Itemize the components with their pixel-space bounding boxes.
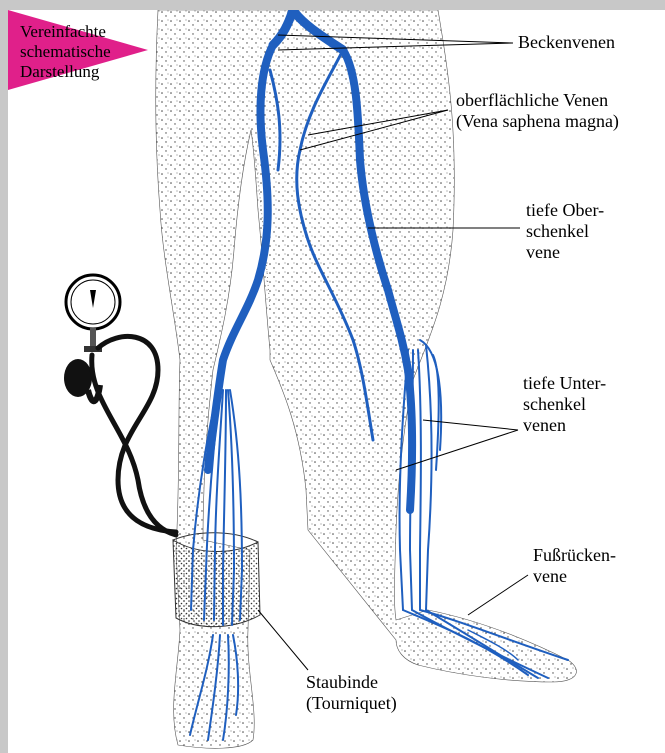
label-vena-saphena-magna: (Vena saphena magna) — [456, 111, 619, 132]
corner-note-line1: Vereinfachte — [20, 22, 106, 42]
label-staubinde: Staubinde — [306, 672, 378, 693]
label-tiefe-unter-1: tiefe Unter- — [523, 373, 606, 394]
corner-note-line3: Darstellung — [20, 62, 99, 82]
label-oberflaechliche-venen: oberflächliche Venen — [456, 90, 608, 111]
label-tiefe-ober-2: schenkel — [526, 221, 589, 242]
label-tiefe-unter-3: venen — [523, 415, 566, 436]
corner-note-line2: schematische — [20, 42, 111, 62]
label-fussruecken-2: vene — [533, 566, 567, 587]
label-tiefe-unter-2: schenkel — [523, 394, 586, 415]
tourniquet-hoses — [92, 336, 176, 535]
label-beckenvenen: Beckenvenen — [518, 32, 615, 53]
label-tiefe-ober-3: vene — [526, 242, 560, 263]
illustration-frame: Vereinfachte schematische Darstellung Be… — [8, 10, 665, 753]
label-tourniquet: (Tourniquet) — [306, 693, 397, 714]
label-fussruecken-1: Fußrücken- — [533, 545, 616, 566]
label-tiefe-ober-1: tiefe Ober- — [526, 200, 604, 221]
